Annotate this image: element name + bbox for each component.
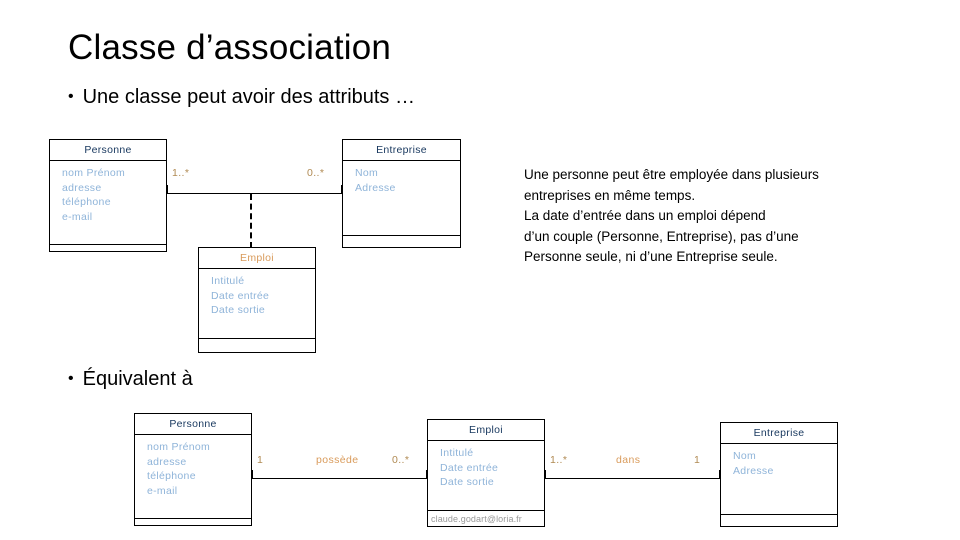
class-name-emploi-bottom: Emploi xyxy=(428,420,544,441)
class-operations-entreprise-top xyxy=(343,235,460,252)
class-name-personne-top: Personne xyxy=(50,140,166,161)
class-operations-emploi-top xyxy=(199,338,315,355)
association-class-dashed-link xyxy=(250,194,252,248)
bullet-item-attributs: • Une classe peut avoir des attributs … xyxy=(68,86,415,109)
multiplicity-personne-bottom: 1 xyxy=(257,454,264,466)
association-end-tick-emploi-right xyxy=(545,470,547,479)
note-line: d’un couple (Personne, Entreprise), pas … xyxy=(524,228,799,244)
bullet-item-equivalent: • Équivalent à xyxy=(68,368,193,391)
association-end-tick-left xyxy=(167,185,169,194)
multiplicity-emploi-left: 0..* xyxy=(392,454,410,466)
bullet-marker-icon: • xyxy=(68,88,74,105)
class-name-entreprise-top: Entreprise xyxy=(343,140,460,161)
association-end-tick-entreprise-bottom xyxy=(719,470,721,479)
bullet-label: Une classe peut avoir des attributs … xyxy=(82,86,415,108)
class-name-personne-bottom: Personne xyxy=(135,414,251,435)
bullet-label: Équivalent à xyxy=(82,368,193,390)
association-end-tick-right xyxy=(341,185,343,194)
association-label-dans: dans xyxy=(616,454,641,466)
class-operations-personne-bottom xyxy=(135,518,251,535)
note-line: Une personne peut être employée dans plu… xyxy=(524,167,819,182)
multiplicity-entreprise-top: 0..* xyxy=(307,167,325,179)
association-end-tick-emploi-left xyxy=(426,470,428,479)
class-name-emploi-top: Emploi xyxy=(199,248,315,269)
explanation-note: Une personne peut être employée dans plu… xyxy=(524,165,819,268)
class-operations-entreprise-bottom xyxy=(721,514,837,531)
bullet-marker-icon: • xyxy=(68,370,74,387)
note-line: La date d’entrée dans un emploi dépend xyxy=(524,208,766,223)
multiplicity-personne-top: 1..* xyxy=(172,167,190,179)
class-operations-personne-top xyxy=(50,244,166,261)
class-footer-email: claude.godart@loria.fr xyxy=(428,510,544,533)
multiplicity-entreprise-bottom: 1 xyxy=(694,454,701,466)
association-label-possede: possède xyxy=(316,454,359,466)
association-end-tick-personne-bottom xyxy=(252,470,254,479)
note-line: Personne seule, ni d’une Entreprise seul… xyxy=(524,249,778,264)
association-line-top xyxy=(167,193,342,195)
association-line-possede xyxy=(252,478,427,480)
multiplicity-emploi-right: 1..* xyxy=(550,454,568,466)
page-title: Classe d’association xyxy=(68,28,392,67)
association-line-dans xyxy=(545,478,720,480)
class-name-entreprise-bottom: Entreprise xyxy=(721,423,837,444)
note-line: entreprises en même temps. xyxy=(524,187,696,203)
